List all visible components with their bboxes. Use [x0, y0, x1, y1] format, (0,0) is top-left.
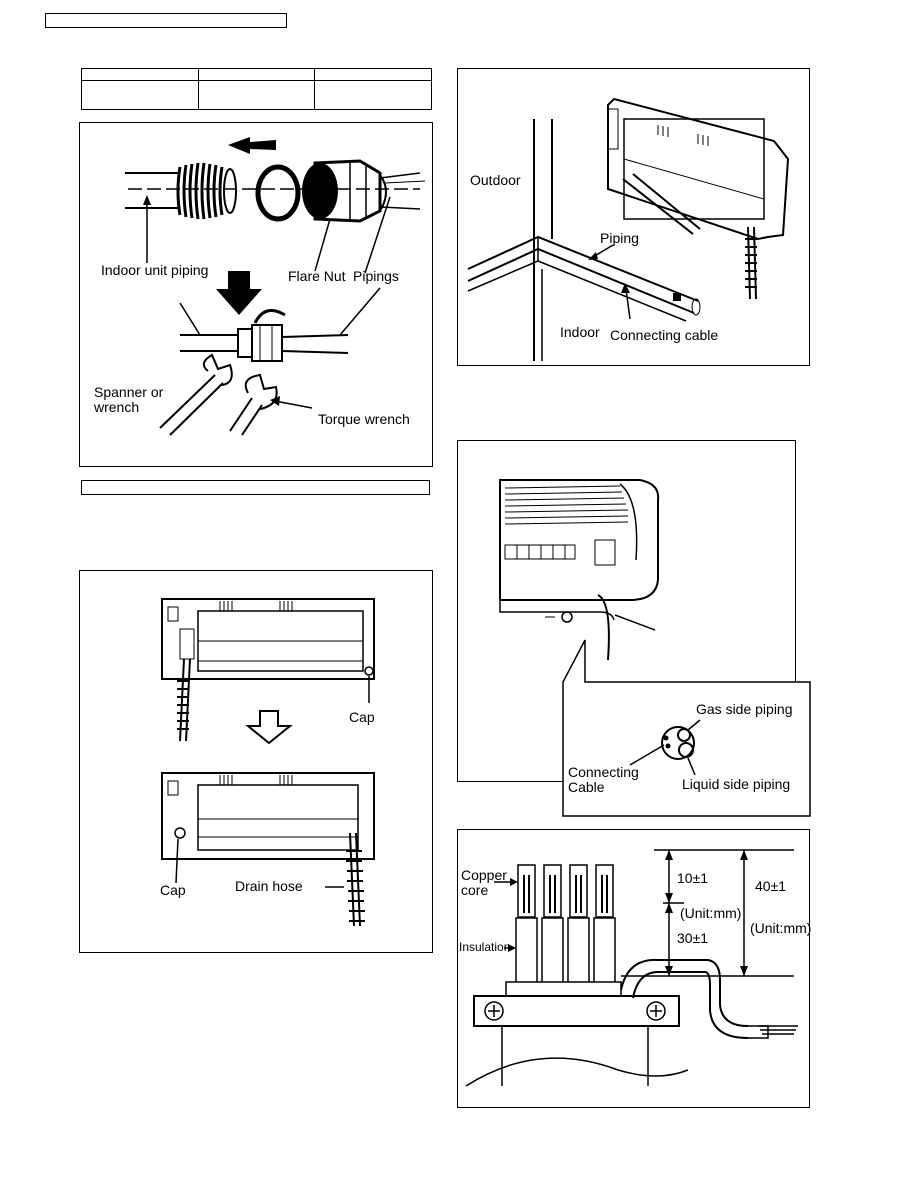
- spec-table: [81, 68, 432, 110]
- drain-hose-drawing: [161, 598, 375, 927]
- dimension-unit-2: (Unit:mm): [750, 920, 812, 936]
- connecting-cable-label: Connecting cable: [610, 327, 719, 343]
- outdoor-piping-drawing: [467, 97, 790, 361]
- dimension-30: 30±1: [677, 930, 709, 946]
- terminal-wiring-drawing: [465, 849, 798, 1087]
- dimension-unit-1: (Unit:mm): [680, 905, 742, 921]
- connecting-label: Connecting: [568, 764, 639, 780]
- terminal-wiring-figure: Copper core Insulation 10±1 (Unit:mm) 30…: [457, 829, 812, 1108]
- copper-label: Copper: [461, 867, 507, 883]
- indoor-unit-piping-label: Indoor unit piping: [101, 262, 209, 278]
- indoor-label: Indoor: [560, 324, 600, 340]
- gas-side-piping-label: Gas side piping: [696, 701, 793, 717]
- outdoor-label: Outdoor: [470, 172, 521, 188]
- drain-hose-label: Drain hose: [235, 878, 303, 894]
- wrench-label: wrench: [94, 399, 140, 415]
- table-cell: [314, 80, 432, 110]
- table-cell: [197, 80, 316, 110]
- flare-connection-drawing: [125, 137, 426, 436]
- cap-top-label: Cap: [349, 709, 375, 725]
- piping-label: Piping: [600, 230, 639, 246]
- pipings-label: Pipings: [353, 268, 399, 284]
- cap-bottom-label: Cap: [160, 882, 186, 898]
- header-box: [45, 13, 287, 28]
- outdoor-piping-figure: Outdoor Piping Indoor Connecting cable: [457, 68, 810, 366]
- liquid-side-piping-label: Liquid side piping: [682, 776, 791, 792]
- insulation-label: Insulation: [459, 940, 511, 954]
- flare-connection-figure: Indoor unit piping Flare Nut Pipings Spa…: [79, 122, 433, 467]
- cable-label: Cable: [568, 779, 605, 795]
- dimension-10: 10±1: [677, 870, 709, 886]
- torque-wrench-label: Torque wrench: [318, 411, 410, 427]
- drain-hose-figure: Cap Cap Drain hose: [79, 570, 433, 953]
- section-heading-box: [81, 480, 430, 495]
- dimension-40: 40±1: [755, 878, 787, 894]
- spanner-label: Spanner or: [94, 384, 164, 400]
- flare-nut-label: Flare Nut: [288, 268, 346, 284]
- core-label: core: [461, 882, 489, 898]
